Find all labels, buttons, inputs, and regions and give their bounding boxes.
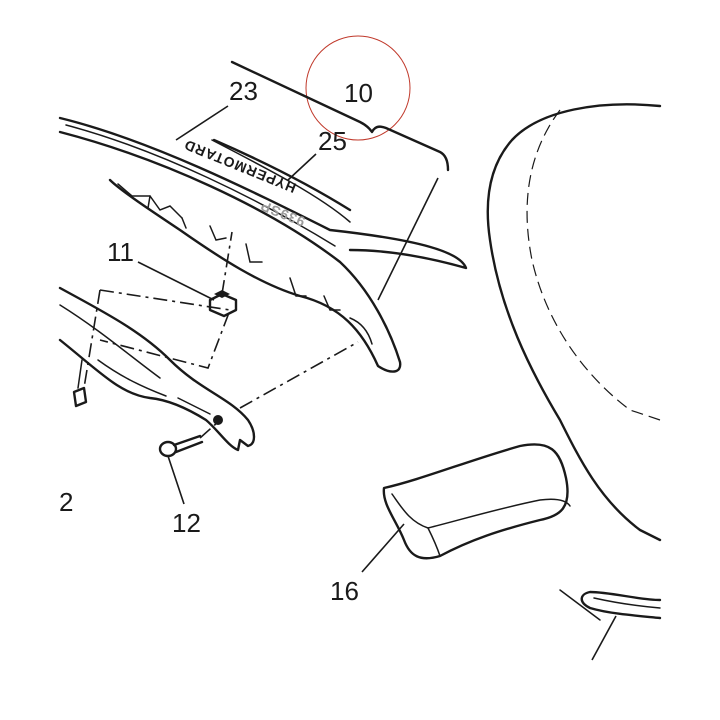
callout-11: 11 [107,237,134,267]
clip-nut [208,290,238,318]
leader-25 [287,153,317,181]
strap-handle [580,590,662,620]
leader-strap [591,615,617,661]
callout-16: 16 [330,576,359,606]
callout-10: 10 [344,78,373,108]
decal-strip [212,138,352,212]
assembly-line-screw [239,341,359,409]
highlight-circle [305,35,411,141]
939sp-decal: 939SP [258,198,308,230]
callout-23: 23 [229,76,258,106]
rider-seat [486,103,662,621]
assembly-line-clip [99,289,232,369]
tail-cowl [58,116,468,373]
assembly-line-screw12 [199,421,219,439]
leader-11 [137,261,215,301]
leader-23 [175,105,229,141]
assembly-line-clip-up [221,231,233,295]
leader-16 [361,523,405,573]
screw-left [72,359,88,408]
callout-25: 25 [318,126,347,156]
decal-line-2: 939SP [258,198,308,230]
side-panel [58,286,256,452]
group-bracket-10 [230,60,450,172]
screw-12 [158,434,204,458]
seat-pad [382,443,571,560]
callout-12: 12 [172,508,201,538]
assembly-line-vertical [83,289,101,389]
leader-10 [377,177,439,301]
callout-2: 2 [59,487,73,517]
leader-12 [167,455,185,505]
